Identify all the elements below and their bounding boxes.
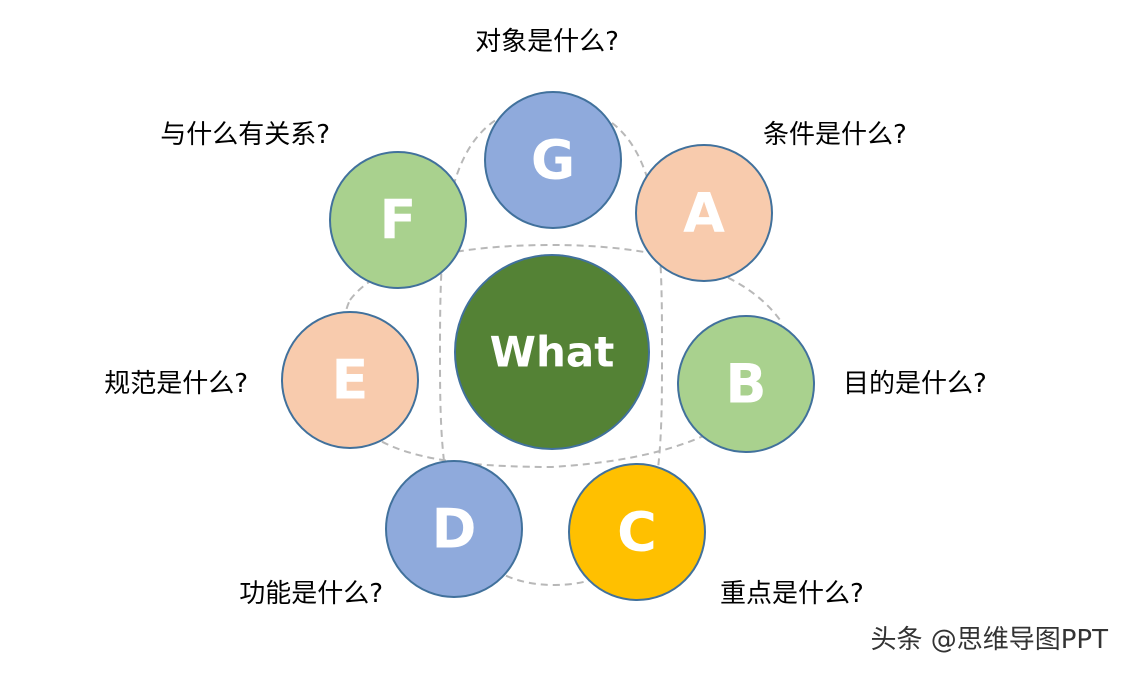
question-label-g: 对象是什么? <box>475 27 619 57</box>
node-letter-a: A <box>683 182 725 245</box>
node-f: F <box>329 151 467 289</box>
node-letter-b: B <box>725 353 766 416</box>
node-circle-g <box>484 91 622 229</box>
node-b: B <box>677 315 815 453</box>
center-circle <box>454 254 650 450</box>
node-circle-e <box>281 311 419 449</box>
question-label-c: 重点是什么? <box>720 579 864 609</box>
node-a: A <box>635 144 773 282</box>
node-circle-b <box>677 315 815 453</box>
node-circle-f <box>329 151 467 289</box>
node-d: D <box>385 460 523 598</box>
center-label: What <box>490 328 615 377</box>
node-circle-a <box>635 144 773 282</box>
question-label-e: 规范是什么? <box>104 369 248 399</box>
node-letter-e: E <box>332 349 369 412</box>
question-label-b: 目的是什么? <box>843 369 987 399</box>
question-label-d: 功能是什么? <box>239 579 383 609</box>
node-letter-f: F <box>380 189 417 252</box>
node-e: E <box>281 311 419 449</box>
center-node: What <box>454 254 650 450</box>
question-label-f: 与什么有关系? <box>160 120 330 150</box>
question-label-a: 条件是什么? <box>763 120 907 150</box>
node-circle-c <box>568 463 706 601</box>
node-letter-c: C <box>617 501 657 564</box>
node-letter-g: G <box>531 129 575 192</box>
node-circle-d <box>385 460 523 598</box>
node-c: C <box>568 463 706 601</box>
question-labels: 对象是什么? 条件是什么? 目的是什么? 重点是什么? 功能是什么? 规范是什么… <box>104 27 987 609</box>
watermark: 头条 @思维导图PPT <box>870 625 1108 655</box>
node-g: G <box>484 91 622 229</box>
node-letter-d: D <box>432 498 477 561</box>
